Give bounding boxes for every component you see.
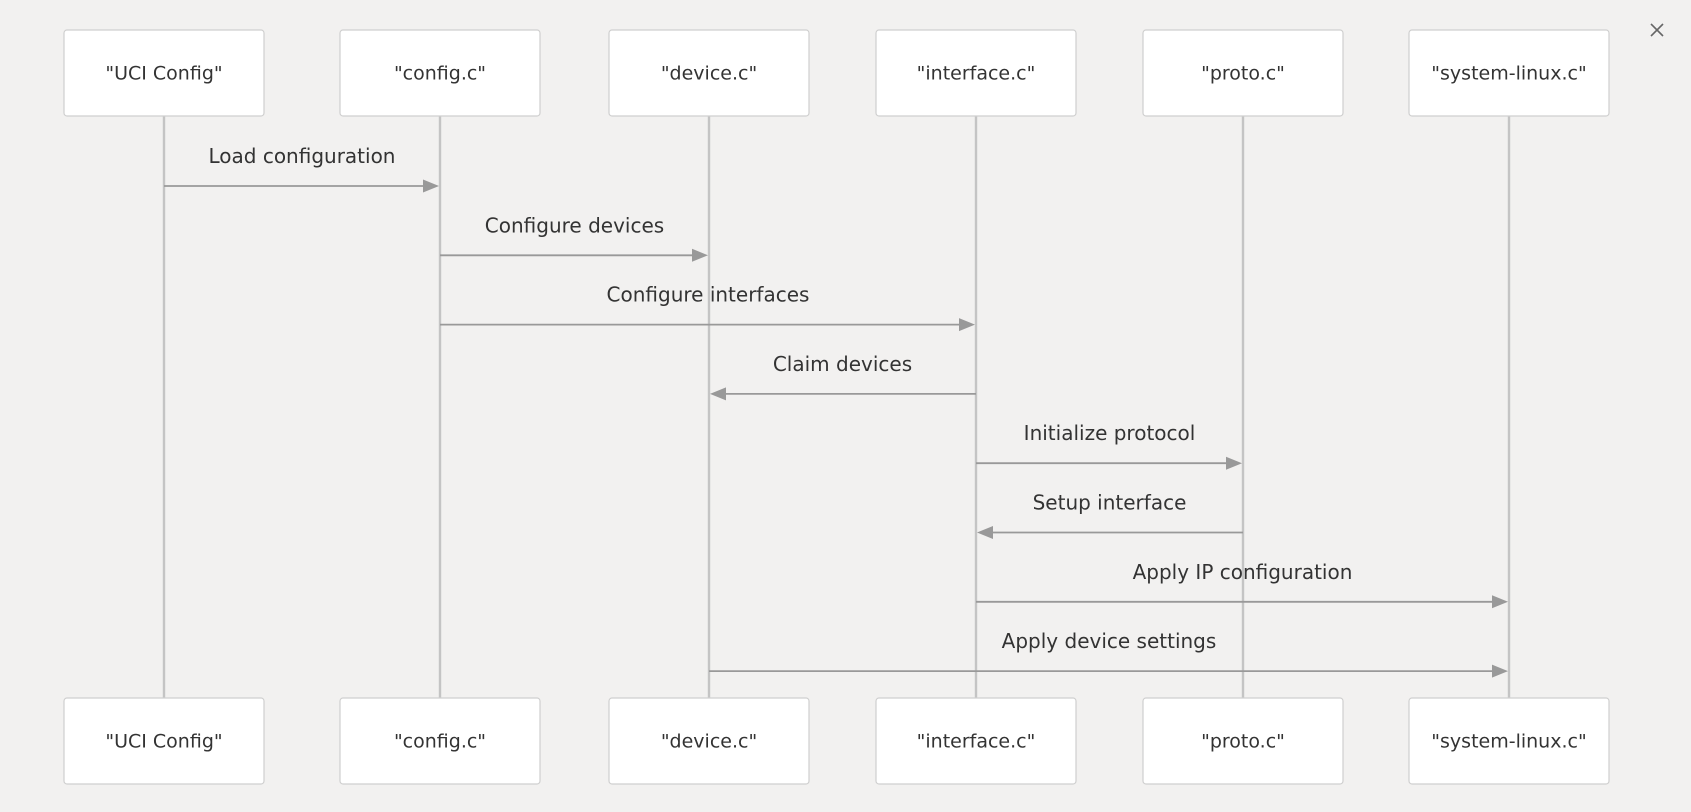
participant-label: "UCI Config" [105, 63, 222, 85]
arrowhead-icon [1492, 664, 1508, 678]
participant-config-top: "config.c" [339, 29, 541, 117]
participant-proto-top: "proto.c" [1142, 29, 1344, 117]
participant-system-top: "system-linux.c" [1408, 29, 1610, 117]
participant-label: "interface.c" [917, 731, 1036, 753]
message-label: Claim devices [773, 352, 912, 376]
close-icon [1650, 23, 1664, 37]
arrowhead-icon [977, 526, 993, 539]
arrowhead-icon [1492, 595, 1508, 609]
participant-label: "config.c" [394, 731, 486, 753]
participant-device-bottom: "device.c" [608, 697, 810, 785]
participant-interface-bottom: "interface.c" [875, 697, 1077, 785]
participant-box [63, 29, 265, 117]
message-label: Setup interface [1033, 491, 1187, 515]
participant-uci-bottom: "UCI Config" [63, 697, 265, 785]
arrowhead-icon [959, 318, 975, 332]
participant-proto-bottom: "proto.c" [1142, 697, 1344, 785]
participant-box [1408, 697, 1610, 785]
message-6: Setup interface [977, 491, 1243, 539]
participant-box [608, 697, 810, 785]
lifelines [162, 116, 1511, 698]
participant-label: "proto.c" [1201, 731, 1285, 753]
participant-config-bottom: "config.c" [339, 697, 541, 785]
message-label: Configure interfaces [607, 283, 810, 307]
message-5: Initialize protocol [976, 421, 1242, 470]
participant-label: "system-linux.c" [1431, 731, 1586, 753]
participant-uci-top: "UCI Config" [63, 29, 265, 117]
message-7: Apply IP configuration [976, 560, 1508, 609]
participant-device-top: "device.c" [608, 29, 810, 117]
arrowhead-icon [710, 387, 726, 401]
participant-box [875, 29, 1077, 117]
message-8: Apply device settings [709, 629, 1508, 678]
participant-label: "device.c" [661, 731, 757, 753]
participant-boxes: "UCI Config" "UCI Config" "config.c" "confi… [63, 29, 1610, 785]
close-button[interactable] [1645, 18, 1669, 42]
message-1: Load configuration [164, 144, 439, 193]
participant-label: "interface.c" [917, 63, 1036, 85]
message-label: Configure devices [485, 213, 664, 237]
arrowhead-icon [423, 179, 439, 193]
participant-system-bottom: "system-linux.c" [1408, 697, 1610, 785]
participant-label: "UCI Config" [105, 731, 222, 753]
participant-box [1142, 29, 1344, 117]
participant-label: "device.c" [661, 63, 757, 85]
participant-box [339, 697, 541, 785]
participant-box [1408, 29, 1610, 117]
participant-box [875, 697, 1077, 785]
participant-box [63, 697, 265, 785]
participant-box [339, 29, 541, 117]
message-4: Claim devices [710, 352, 976, 401]
participant-label: "system-linux.c" [1431, 63, 1586, 85]
message-2: Configure devices [440, 213, 708, 262]
arrowhead-icon [692, 248, 708, 262]
participant-label: "proto.c" [1201, 63, 1285, 85]
message-label: Initialize protocol [1024, 421, 1196, 445]
message-3: Configure interfaces [440, 283, 975, 332]
message-label: Load configuration [208, 144, 395, 168]
message-label: Apply IP configuration [1133, 560, 1353, 584]
participant-box [608, 29, 810, 117]
participant-box [1142, 697, 1344, 785]
participant-label: "config.c" [394, 63, 486, 85]
participant-interface-top: "interface.c" [875, 29, 1077, 117]
arrowhead-icon [1226, 456, 1242, 470]
message-label: Apply device settings [1002, 629, 1217, 653]
